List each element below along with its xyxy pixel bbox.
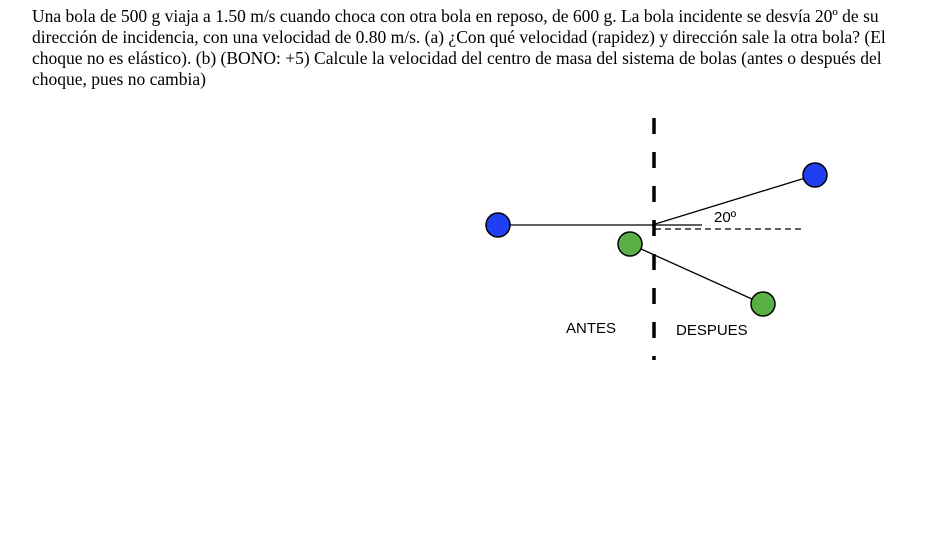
angle-label: 20º xyxy=(714,209,737,226)
target-ball-before xyxy=(617,231,643,257)
after-label: DESPUES xyxy=(676,322,748,339)
incident-ball-before xyxy=(485,212,511,238)
before-label: ANTES xyxy=(566,320,616,337)
problem-statement: Una bola de 500 g viaja a 1.50 m/s cuand… xyxy=(32,6,886,89)
incident-outgoing-line xyxy=(651,174,816,226)
target-outgoing-line xyxy=(629,243,764,305)
target-ball-after xyxy=(750,291,776,317)
incident-ball-after xyxy=(802,162,828,188)
